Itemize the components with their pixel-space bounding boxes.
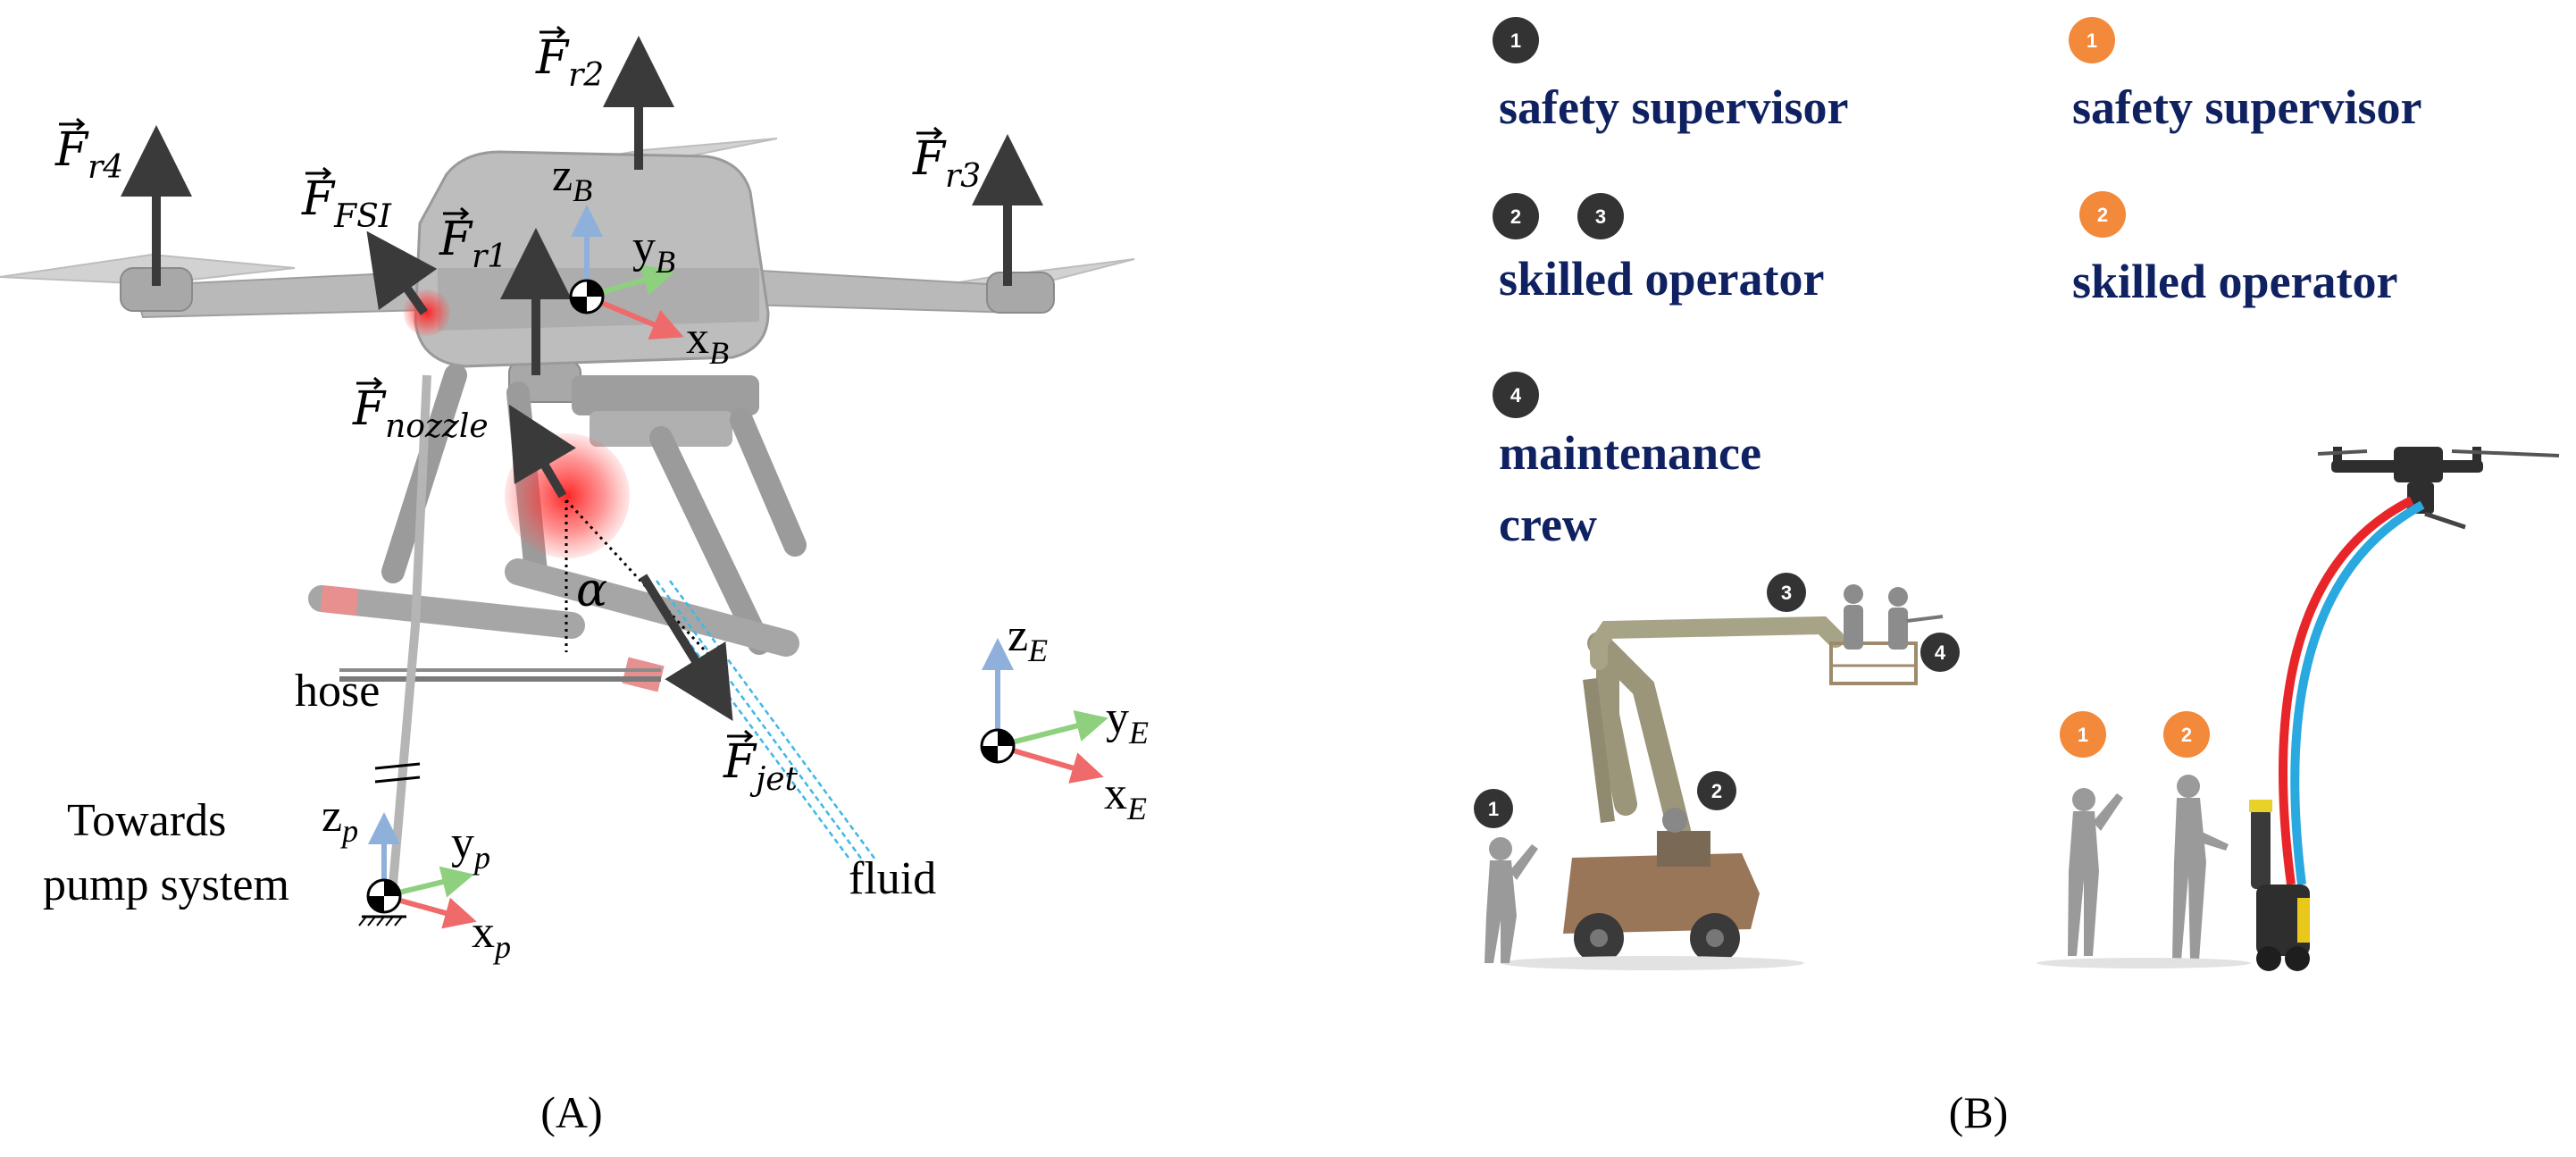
force-arrow-fsi <box>366 231 438 315</box>
svg-text:2: 2 <box>2097 204 2108 226</box>
force-label-r2: Fr2 <box>535 25 604 94</box>
svg-text:Fr1: Fr1 <box>439 213 507 275</box>
towards-label-line2: pump system <box>43 859 289 910</box>
svg-text:zB: zB <box>552 150 592 208</box>
svg-text:3: 3 <box>1595 205 1606 228</box>
svg-text:2: 2 <box>1711 780 1722 802</box>
force-label-fsi: FFSI <box>301 166 392 235</box>
svg-text:1: 1 <box>2078 724 2088 746</box>
force-arrow-jet <box>639 574 733 721</box>
force-label-nozzle: Fnozzle <box>352 376 489 445</box>
badge-orange-2 <box>2079 191 2126 238</box>
aerial-lift-scene <box>1485 584 1944 970</box>
alpha-label: α <box>576 564 607 617</box>
svg-text:Fr4: Fr4 <box>54 123 123 186</box>
legend-dark: 1 safety supervisor 2 3 skilled operator… <box>1493 17 1848 551</box>
badge-orange-1 <box>2069 17 2115 63</box>
legend-orange-skilled-operator: skilled operator <box>2072 255 2397 308</box>
drone-cleaning-scene <box>2037 447 2560 971</box>
pump-frame-axes <box>358 812 477 929</box>
svg-text:xE: xE <box>1104 768 1147 826</box>
badge-dark-2 <box>1493 193 1539 239</box>
hose-red <box>2279 496 2414 885</box>
legend-skilled-operator: skilled operator <box>1499 252 1824 306</box>
axis-labels: zB yB xB zE yE xE zp yp xp <box>322 150 1149 965</box>
svg-text:1: 1 <box>1510 29 1521 52</box>
svg-text:2: 2 <box>2181 724 2192 746</box>
force-label-jet: Fjet <box>723 729 799 798</box>
hose-label: hose <box>295 666 380 717</box>
legend-maintenance-line1: maintenance <box>1499 426 1761 480</box>
legend-orange-safety-supervisor: safety supervisor <box>2072 80 2421 134</box>
svg-text:1: 1 <box>2087 29 2097 52</box>
legend-orange: 1 safety supervisor 2 skilled operator <box>2069 17 2421 308</box>
caption-b: (B) <box>1949 1087 2009 1137</box>
alpha-construction <box>565 499 716 663</box>
svg-text:Fr3: Fr3 <box>912 132 981 195</box>
fluid-label: fluid <box>849 853 936 904</box>
badge-dark-1 <box>1493 17 1539 63</box>
force-label-r4: Fr4 <box>54 117 123 186</box>
svg-text:yE: yE <box>1106 692 1149 750</box>
badge-dark-4 <box>1493 372 1539 418</box>
force-label-r3: Fr3 <box>912 126 981 195</box>
force-arrows <box>121 36 1043 721</box>
svg-text:Fr2: Fr2 <box>535 31 604 94</box>
legend-maintenance-line2: crew <box>1499 498 1597 551</box>
legend-safety-supervisor: safety supervisor <box>1499 80 1848 134</box>
force-label-r1: Fr1 <box>439 206 507 275</box>
svg-text:3: 3 <box>1781 582 1792 604</box>
scene-orange-badges: 1 2 <box>2060 711 2210 758</box>
svg-text:yp: yp <box>451 817 490 876</box>
svg-text:xp: xp <box>472 907 511 965</box>
svg-text:Fnozzle: Fnozzle <box>352 382 489 445</box>
scene-dark-badges: 1 2 3 4 <box>1474 573 1960 828</box>
force-labels: Fr4 Fr2 Fr3 Fr1 FFSI Fnozzle Fjet α <box>54 25 981 798</box>
drone-illustration <box>0 138 1135 885</box>
svg-text:zp: zp <box>322 791 358 849</box>
caption-a: (A) <box>540 1087 602 1137</box>
svg-text:xB: xB <box>686 313 729 371</box>
force-arrow-nozzle <box>508 404 576 499</box>
svg-text:2: 2 <box>1510 205 1521 228</box>
towards-label-line1: Towards <box>67 795 226 846</box>
svg-text:yB: yB <box>632 222 675 280</box>
badge-dark-3 <box>1577 193 1624 239</box>
svg-text:Fjet: Fjet <box>723 735 799 798</box>
svg-text:4: 4 <box>1935 641 1946 664</box>
svg-text:FFSI: FFSI <box>301 172 392 235</box>
body-frame-axes <box>569 205 684 340</box>
svg-text:1: 1 <box>1488 798 1499 820</box>
svg-text:zE: zE <box>1008 610 1048 668</box>
earth-frame-axes <box>980 638 1108 784</box>
hose-blue <box>2290 500 2425 885</box>
svg-text:4: 4 <box>1510 384 1522 407</box>
